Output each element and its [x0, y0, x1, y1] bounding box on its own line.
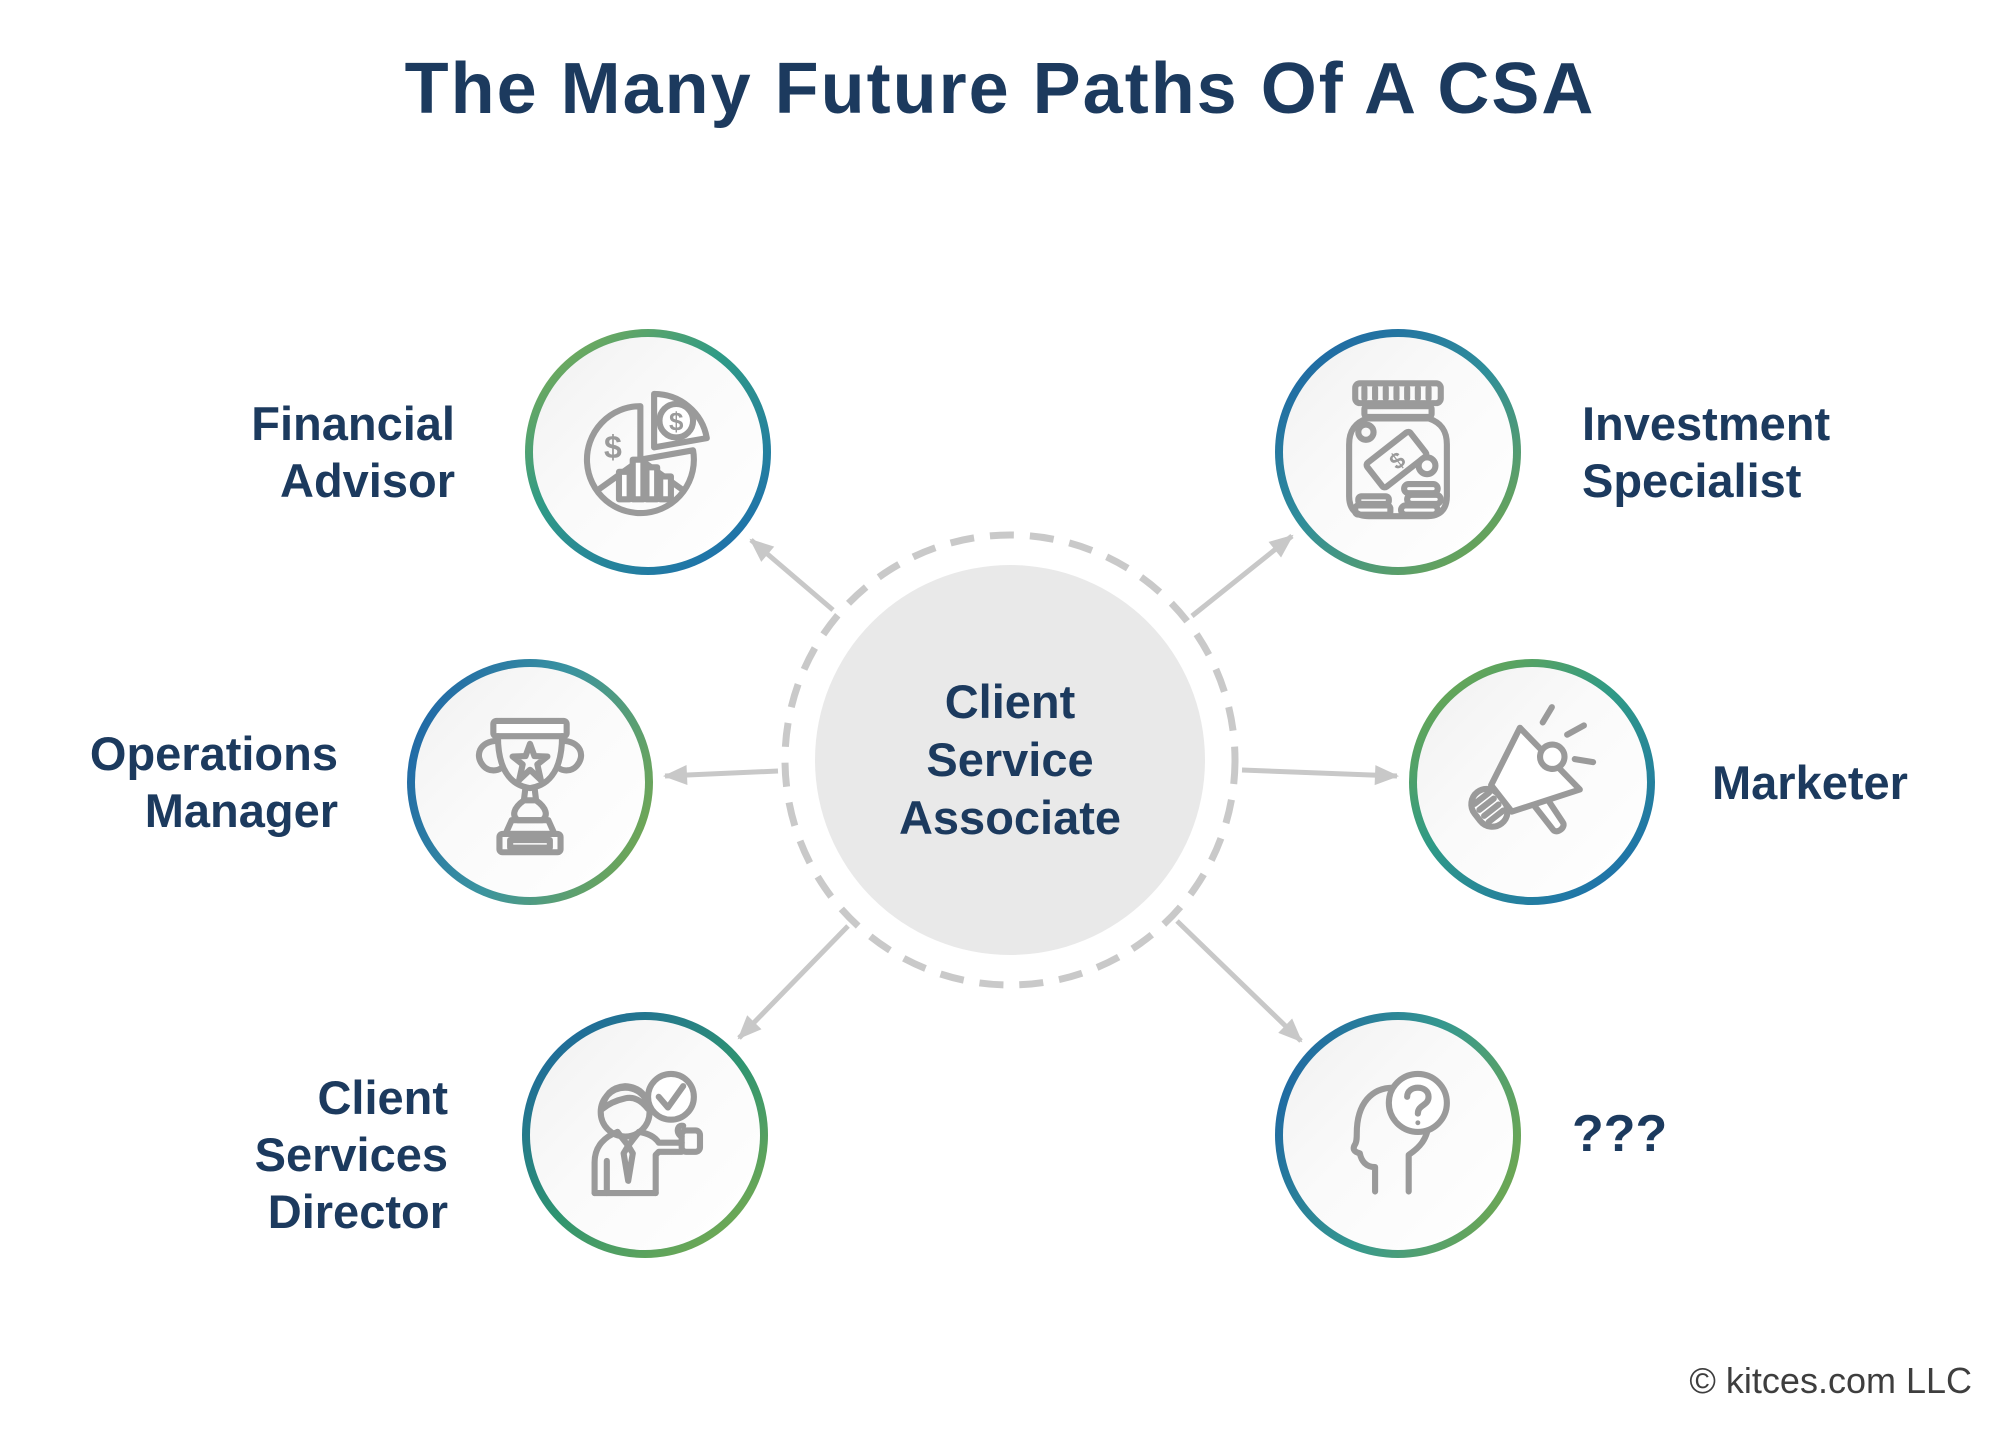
- arrow-to-financial-advisor: [749, 538, 835, 612]
- arrow-to-client-services-director: [737, 924, 850, 1040]
- arrow-to-marketer: [1241, 765, 1399, 786]
- center-node-client-service-associate: Client Service Associate: [815, 565, 1205, 955]
- node-unknown-path: [1275, 1012, 1521, 1258]
- megaphone-icon: [1468, 704, 1597, 835]
- arrow-to-unknown-path: [1175, 919, 1303, 1043]
- node-client-services-director: [522, 1012, 768, 1258]
- dashed-ring: [781, 531, 1239, 989]
- node-operations-manager: [407, 659, 653, 905]
- money-jar-icon: $: [1346, 380, 1450, 520]
- person-thumbs-up-check-icon: [591, 1070, 704, 1197]
- label-financial-advisor: Financial Advisor: [251, 397, 455, 507]
- label-operations-manager: Operations Manager: [89, 727, 338, 837]
- label-marketer: Marketer: [1712, 756, 1908, 809]
- arrow-to-operations-manager: [663, 765, 779, 786]
- node-investment-specialist: $: [1275, 329, 1521, 575]
- label-investment-specialist: Investment Specialist: [1582, 397, 1831, 507]
- copyright-text: © kitces.com LLC: [1689, 1360, 1972, 1401]
- head-question-icon: [1350, 1070, 1450, 1195]
- svg-text:$: $: [604, 429, 622, 465]
- label-client-services-director: Client Services Director: [254, 1071, 448, 1238]
- node-marketer: [1409, 659, 1655, 905]
- trophy-icon: [475, 717, 585, 856]
- page-title: The Many Future Paths Of A CSA: [404, 49, 1596, 129]
- center-node-label: Client Service Associate: [898, 675, 1122, 844]
- arrow-to-investment-specialist: [1190, 534, 1294, 618]
- pie-chart-money-icon: $ $: [583, 390, 710, 517]
- label-unknown-path: ???: [1572, 1105, 1668, 1163]
- node-financial-advisor: $ $: [525, 329, 771, 575]
- svg-text:$: $: [669, 407, 684, 437]
